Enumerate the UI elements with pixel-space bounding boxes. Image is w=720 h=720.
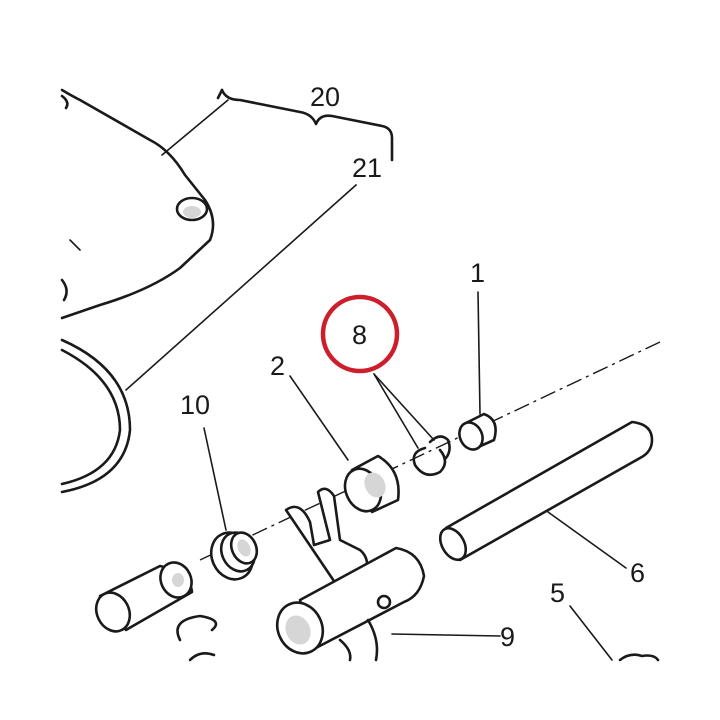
callout-label-21: 21 (352, 153, 382, 183)
part-8-circlips (373, 373, 451, 477)
callout-label-8: 8 (352, 320, 367, 350)
left-sleeve (94, 561, 194, 633)
callout-bracket-20-21 (125, 88, 394, 391)
callout-label-6: 6 (630, 558, 645, 588)
part-2-ring-nut (289, 375, 400, 514)
part-6-shaft (438, 420, 654, 569)
clip-spring (176, 614, 218, 662)
assembly-axis (199, 341, 661, 561)
highlight-circle (320, 294, 400, 374)
part-10-spring (203, 427, 259, 581)
callout-label-2: 2 (270, 351, 285, 381)
callout-label-9: 9 (500, 622, 515, 652)
callout-label-20: 20 (310, 82, 340, 112)
callout-label-5: 5 (550, 578, 565, 608)
part-5-fragment (569, 605, 660, 662)
part-1-cap (458, 291, 497, 451)
part-9-shift-fork (275, 487, 501, 662)
housing-cover (60, 88, 215, 320)
callout-label-1: 1 (470, 258, 485, 288)
gasket-ring (60, 338, 132, 494)
callout-label-10: 10 (180, 390, 210, 420)
